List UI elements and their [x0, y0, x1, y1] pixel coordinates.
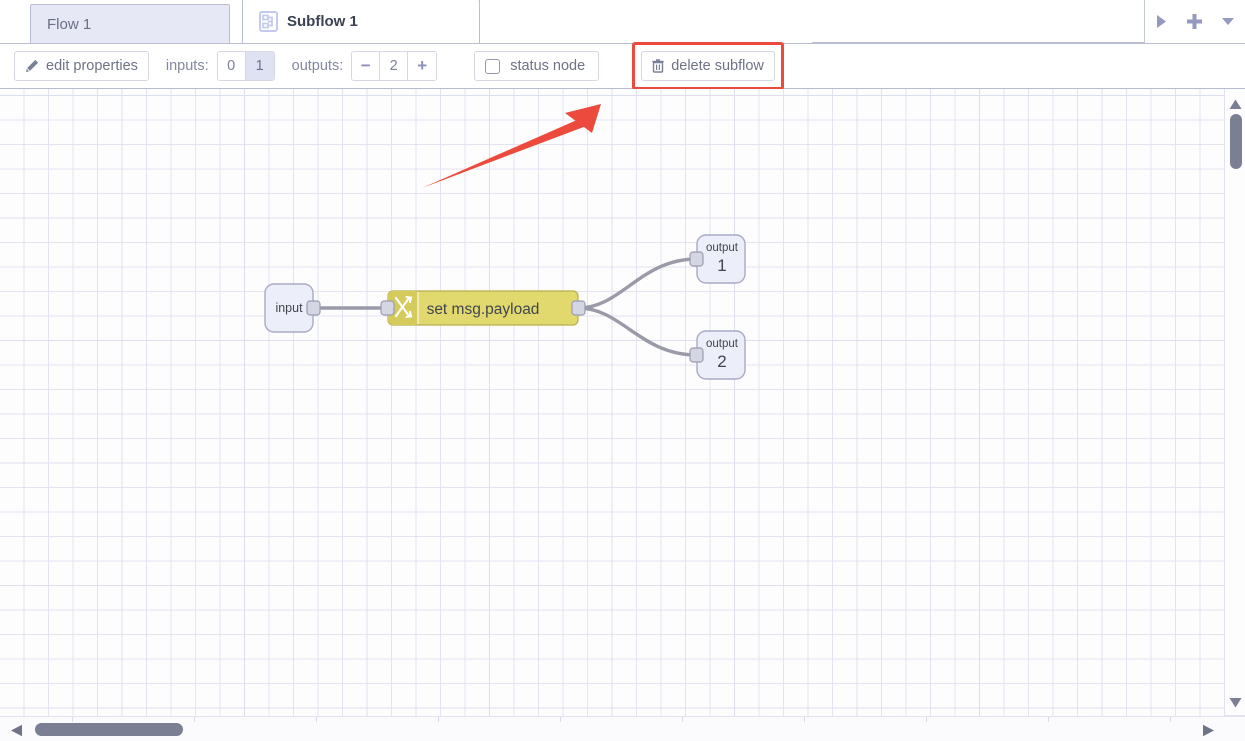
port-output[interactable] [571, 300, 586, 316]
inputs-segmented-control[interactable]: 0 1 [216, 51, 275, 81]
pencil-icon [25, 59, 39, 73]
status-node-checkbox[interactable] [485, 58, 501, 74]
shuffle-icon [394, 295, 413, 319]
node-label: output [706, 338, 739, 350]
horizontal-scroll-thumb[interactable] [35, 723, 183, 736]
node-subflow-output-2[interactable]: output 2 [689, 330, 746, 380]
play-triangle [1157, 15, 1167, 28]
outputs-value: 2 [380, 52, 409, 80]
plus-shape [1187, 14, 1203, 29]
tab-label: Subflow 1 [287, 13, 358, 30]
status-node-toggle[interactable]: status node [474, 51, 600, 81]
wire-change-to-output-1 [576, 257, 699, 310]
scroll-up-icon[interactable] [1229, 97, 1242, 109]
add-tab-icon[interactable] [1183, 10, 1207, 34]
chevron-down-icon[interactable] [1216, 10, 1240, 34]
delete-subflow-button[interactable]: delete subflow [641, 51, 775, 81]
scroll-down-icon[interactable] [1229, 695, 1242, 708]
port-input[interactable] [689, 347, 704, 363]
node-change[interactable]: set msg.payload [380, 290, 586, 326]
outputs-increment-button[interactable]: + [408, 52, 437, 80]
subflow-toolbar: edit properties inputs: 0 1 outputs: − 2… [0, 42, 1245, 90]
tab-bar: Flow 1 Subflow 1 [0, 0, 1245, 44]
edit-properties-label: edit properties [46, 57, 138, 74]
outputs-decrement-button[interactable]: − [352, 52, 381, 80]
tab-tools [1144, 0, 1245, 43]
tab-label: Flow 1 [47, 15, 92, 33]
tabbar-spacer [812, 0, 1144, 43]
delete-subflow-label: delete subflow [671, 57, 764, 74]
inputs-option-1[interactable]: 1 [245, 52, 274, 80]
subflow-icon [259, 11, 278, 32]
port-input[interactable] [689, 251, 704, 267]
play-icon[interactable] [1150, 10, 1174, 34]
delete-subflow-highlight: delete subflow [632, 42, 784, 90]
scroll-right-icon[interactable] [1202, 724, 1215, 737]
status-node-label: status node [510, 58, 586, 74]
edit-properties-button[interactable]: edit properties [14, 51, 149, 81]
vertical-scrollbar[interactable] [1224, 89, 1245, 716]
vertical-scroll-thumb[interactable] [1229, 114, 1242, 169]
inputs-option-0[interactable]: 0 [217, 52, 246, 80]
tab-flow-1[interactable]: Flow 1 [30, 4, 230, 43]
tabs-region: Flow 1 Subflow 1 [0, 0, 812, 43]
node-label: input [275, 301, 303, 315]
tab-subflow-1[interactable]: Subflow 1 [242, 0, 480, 43]
wires [311, 257, 699, 357]
wire-change-to-output-2 [576, 306, 699, 357]
outputs-label: outputs: [291, 58, 344, 74]
port-input[interactable] [380, 300, 395, 316]
node-subflow-input[interactable]: input [264, 283, 321, 333]
horizontal-scrollbar[interactable] [0, 716, 1245, 741]
flow-canvas[interactable]: input set msg.payload [0, 89, 1245, 741]
port-output[interactable] [306, 300, 321, 316]
trash-icon [652, 59, 664, 73]
scroll-left-icon[interactable] [10, 724, 23, 737]
inputs-label: inputs: [165, 58, 209, 74]
scroll-corner [1224, 715, 1245, 716]
node-subflow-output-1[interactable]: output 1 [689, 234, 746, 284]
node-label: set msg.payload [427, 301, 540, 318]
flow-svg: input set msg.payload [264, 234, 746, 380]
node-index: 1 [717, 256, 726, 275]
chevron-shape [1222, 18, 1235, 25]
outputs-stepper[interactable]: − 2 + [351, 51, 438, 81]
node-index: 2 [717, 352, 726, 371]
node-label: output [706, 242, 739, 254]
